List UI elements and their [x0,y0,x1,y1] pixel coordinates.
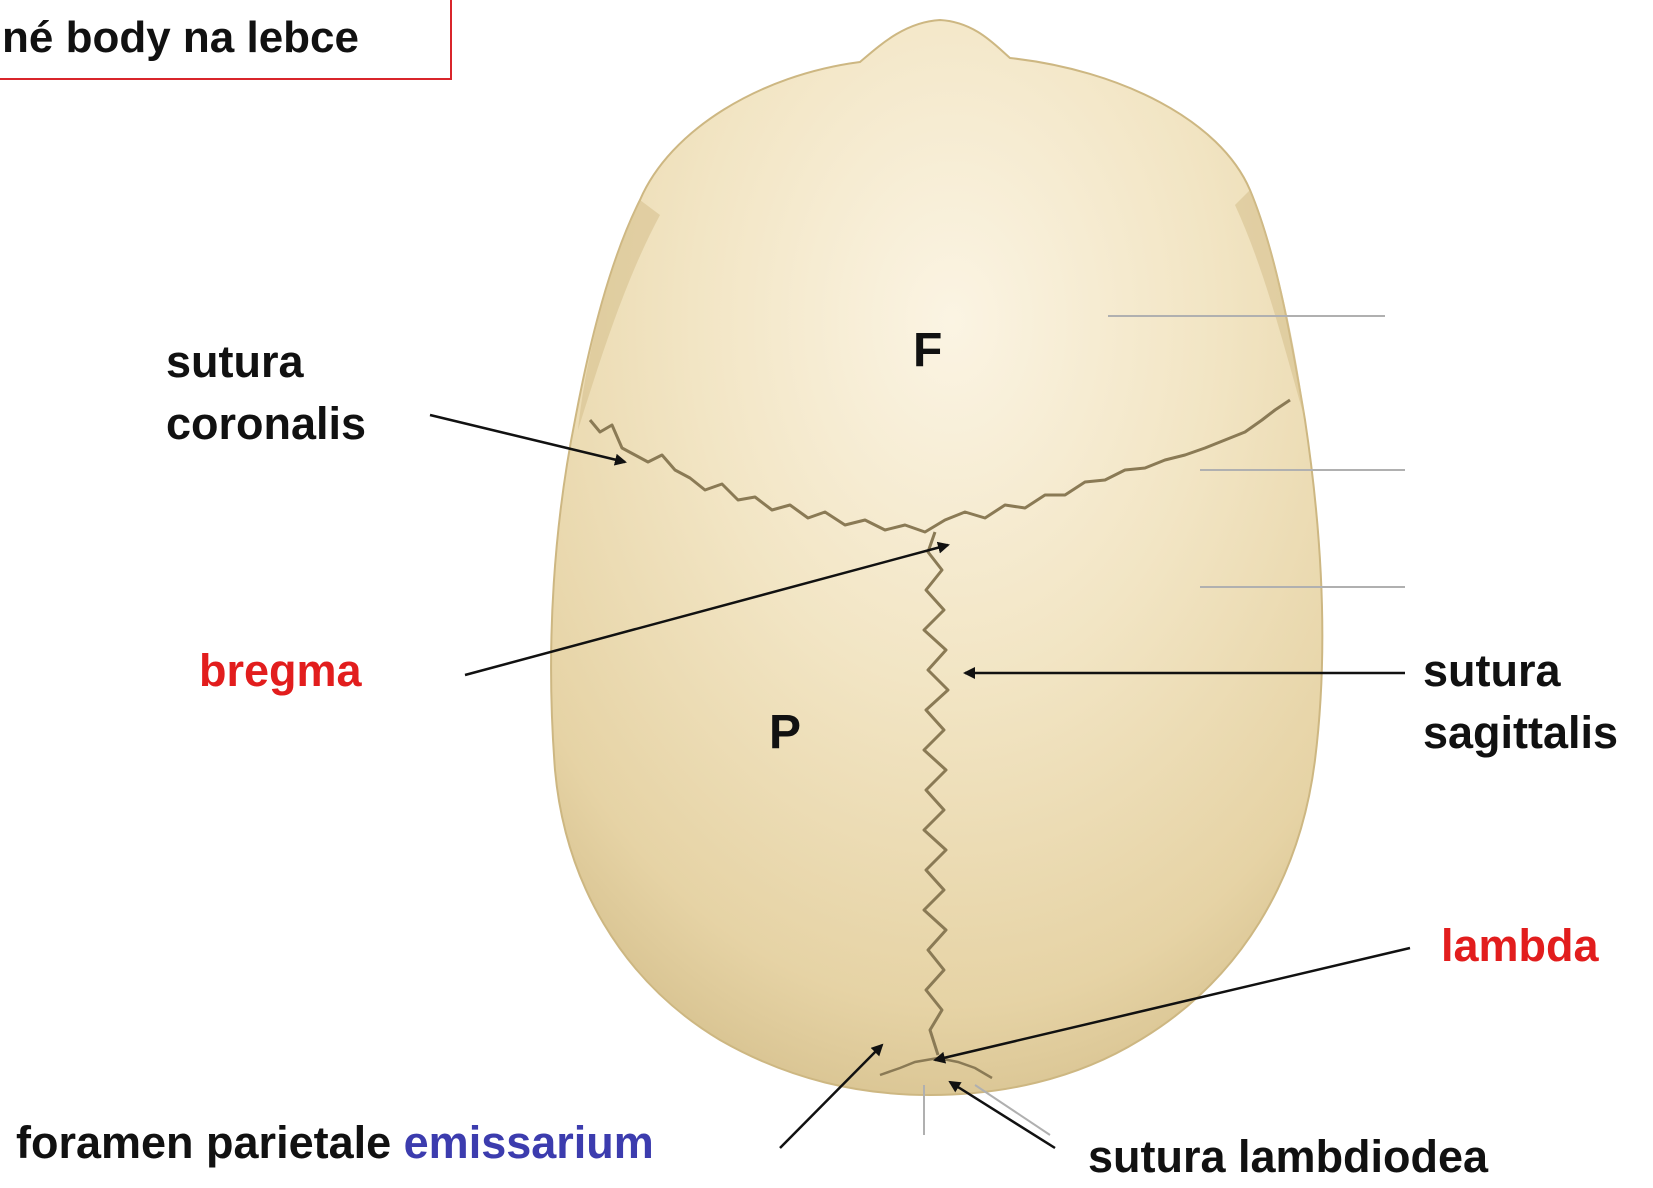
label-sutura-sagittalis-line1: sutura [1423,640,1561,702]
frontal-bone-letter: F [913,323,942,378]
label-emissarium: emissarium [404,1117,654,1168]
label-sutura-coronalis-line1: sutura [166,331,304,393]
skull-outline [551,20,1322,1095]
page-title: né body na lebce [2,13,359,63]
arrow-sutura-lambdoidea [950,1082,1055,1148]
label-foramen-parietale-text: foramen parietale [16,1117,404,1168]
leader-line-5 [975,1085,1050,1135]
label-lambda: lambda [1441,915,1599,977]
label-bregma: bregma [199,640,362,702]
label-sutura-sagittalis-line2: sagittalis [1423,702,1618,764]
label-foramen-parietale: foramen parietale emissarium [16,1112,654,1174]
title-box: né body na lebce [0,0,452,80]
parietal-bone-letter: P [769,705,801,760]
label-sutura-coronalis-line2: coronalis [166,393,366,455]
label-sutura-lambdoidea: sutura lambdiodea [1088,1126,1488,1188]
